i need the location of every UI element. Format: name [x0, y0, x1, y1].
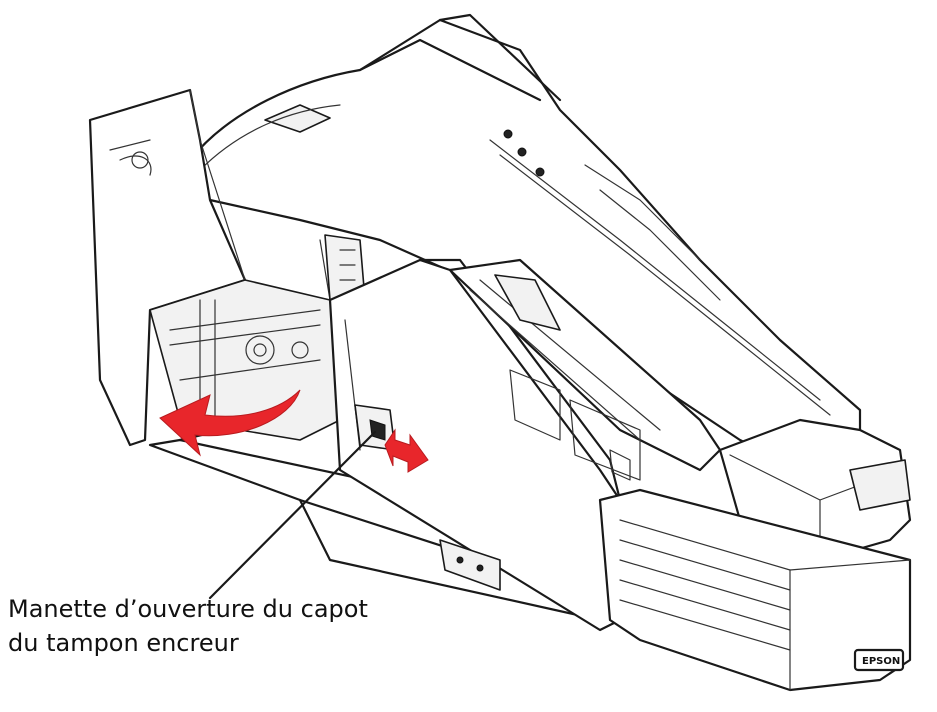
- double-arrow-horizontal-icon: [384, 428, 429, 473]
- callout-leader-line: [208, 430, 377, 600]
- front-panel: [328, 258, 622, 632]
- callout-line-1: Manette d’ouverture du capot: [8, 595, 368, 623]
- side-connector: [439, 539, 501, 591]
- brand-logo: EPSON: [862, 656, 900, 667]
- callout-line-2: du tampon encreur: [8, 629, 239, 657]
- front-drawer: EPSON: [598, 488, 912, 692]
- callout-label: Manette d’ouverture du capot du tampon e…: [8, 592, 368, 660]
- curved-arrow-left-icon: [159, 389, 301, 457]
- upper-housing: [188, 13, 862, 472]
